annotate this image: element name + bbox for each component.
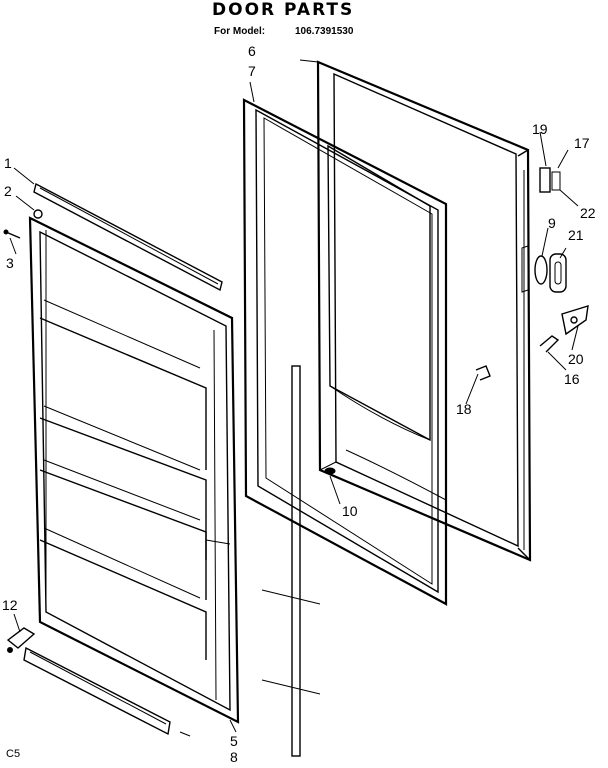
callout-7: 7 <box>248 63 256 79</box>
screw-3 <box>3 229 21 239</box>
outer-door-panel <box>299 59 532 562</box>
model-number: 106.7391530 <box>295 26 354 37</box>
callout-1: 1 <box>4 155 12 171</box>
callout-19: 19 <box>532 121 548 137</box>
gasket-rod <box>261 365 321 757</box>
callout-10: 10 <box>342 503 358 519</box>
callout-9: 9 <box>548 215 556 231</box>
callout-2: 2 <box>4 183 12 199</box>
callout-21: 21 <box>568 227 584 243</box>
callout-17: 17 <box>574 135 590 151</box>
breaker-strip-top <box>33 182 223 292</box>
callout-16: 16 <box>564 371 580 387</box>
model-label: For Model: <box>214 26 266 37</box>
bracket-19 <box>539 167 561 193</box>
hinge-pin-20 <box>561 305 589 336</box>
callout-20: 20 <box>568 351 584 367</box>
callout-18: 18 <box>456 401 472 417</box>
page-title: DOOR PARTS <box>212 0 355 20</box>
bushing-16 <box>539 335 560 353</box>
callout-22: 22 <box>580 205 596 221</box>
breaker-strip-bottom <box>23 646 171 736</box>
handle-part-9 <box>534 255 548 285</box>
clip-18 <box>475 365 491 381</box>
screw-2 <box>33 209 43 219</box>
inner-door-liner <box>28 216 240 724</box>
footer-code: C5 <box>6 748 21 760</box>
callout-6: 6 <box>248 43 256 59</box>
handle-part-21 <box>549 253 567 293</box>
callout-12: 12 <box>2 597 18 613</box>
callout-5: 5 <box>230 733 238 749</box>
hinge-12 <box>6 627 36 653</box>
callout-3: 3 <box>6 255 14 271</box>
leader-lines <box>9 81 579 737</box>
plug-10 <box>324 467 336 475</box>
callout-8: 8 <box>230 749 238 765</box>
door-gasket <box>242 98 448 606</box>
